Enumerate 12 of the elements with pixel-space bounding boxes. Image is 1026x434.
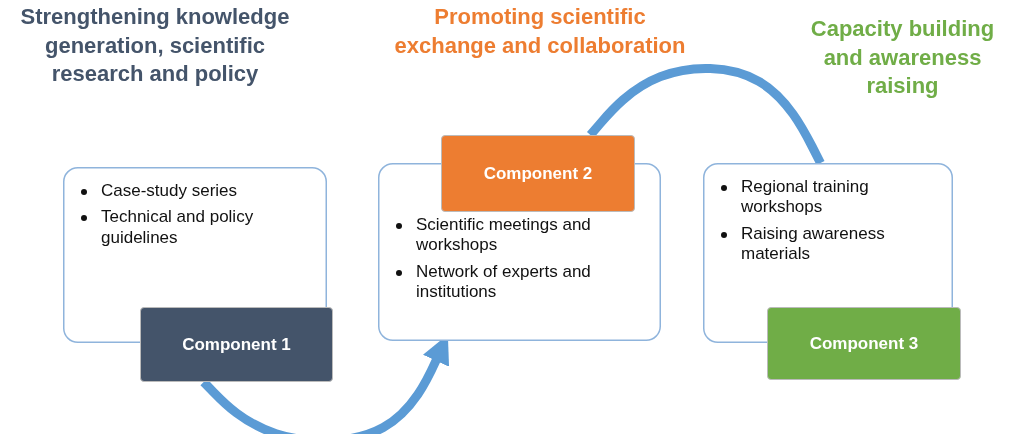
component-label: Component 1	[140, 307, 333, 382]
bullet-item: Raising awareness materials	[741, 223, 885, 264]
bullet-item: Case-study series	[101, 181, 238, 200]
bullet-item: Technical and policy guidelines	[101, 207, 254, 247]
component-label: Component 2	[441, 135, 635, 212]
component-label: Component 3	[767, 307, 961, 380]
section-heading: Promoting scientific exchange and collaboration	[393, 3, 687, 60]
section-heading: Strengthening knowledge generation, scientific research and policy	[19, 3, 291, 89]
bullet-item: Scientific meetings and workshops	[416, 215, 591, 255]
section-heading: Capacity building and awareness raising	[809, 15, 996, 101]
bullet-item: Regional training workshops	[741, 177, 869, 217]
bullet-item: Network of experts and institutions	[416, 261, 591, 302]
